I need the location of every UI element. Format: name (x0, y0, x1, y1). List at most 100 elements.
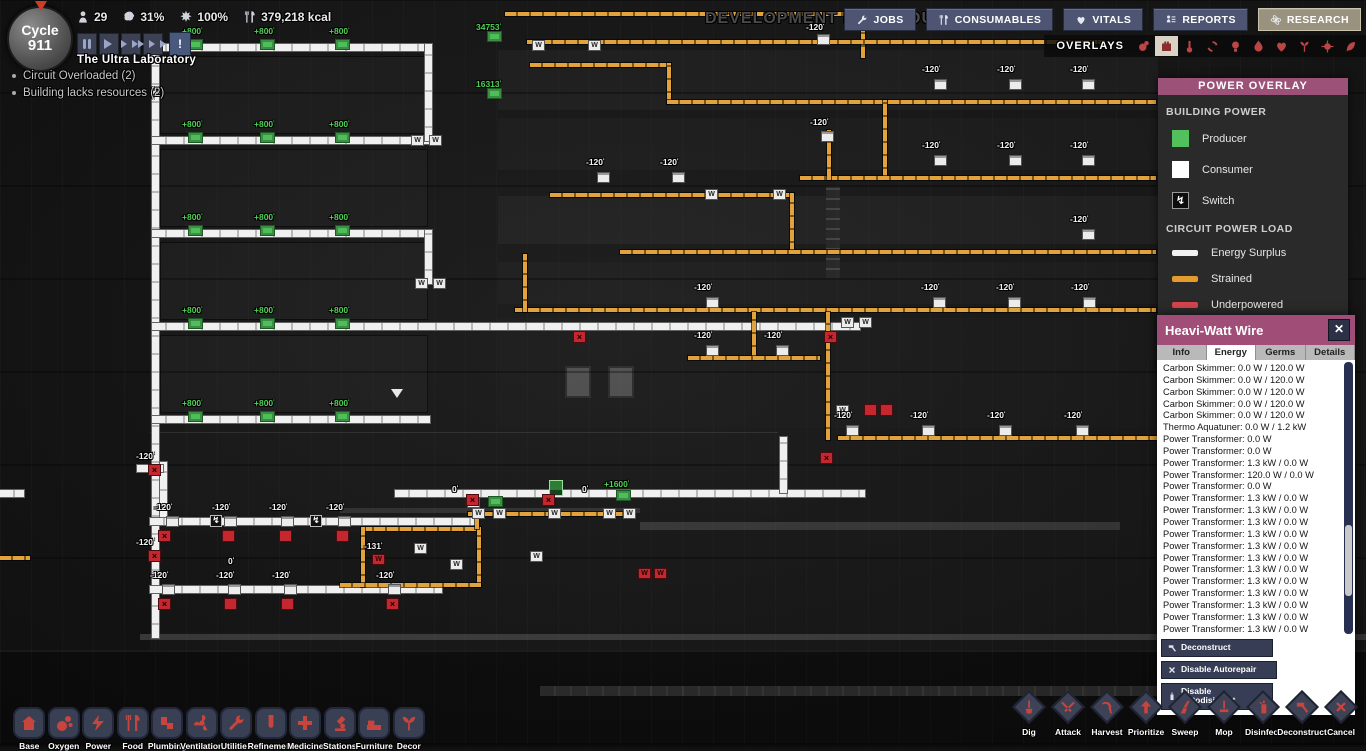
error-badge[interactable] (158, 598, 171, 610)
power-wire[interactable] (361, 527, 365, 587)
error-badge[interactable] (386, 598, 399, 610)
cycle-badge[interactable]: Cycle 911 (7, 1, 73, 72)
transformer-node[interactable] (493, 508, 506, 519)
producer-node[interactable] (188, 225, 203, 236)
transformer-node[interactable] (773, 189, 786, 200)
power-wire[interactable] (667, 100, 1156, 104)
power-wire[interactable] (152, 230, 430, 237)
error-badge[interactable] (222, 530, 235, 542)
build-category-power[interactable]: Power (81, 707, 116, 751)
transformer-node[interactable] (532, 40, 545, 51)
pause-button[interactable] (77, 33, 97, 55)
error-badge[interactable] (224, 598, 237, 610)
build-category-utilities[interactable]: Utilities (219, 707, 254, 751)
power-wire[interactable] (0, 556, 30, 560)
power-wire[interactable] (827, 130, 831, 180)
tool-harvest[interactable]: Harvest (1090, 690, 1124, 739)
tab-energy[interactable]: Energy (1206, 345, 1256, 360)
build-category-base[interactable]: Base (12, 707, 47, 751)
transformer-node[interactable] (450, 559, 463, 570)
build-category-food[interactable]: Food (116, 707, 151, 751)
producer-node[interactable] (335, 411, 350, 422)
build-category-oxygen[interactable]: Oxygen (47, 707, 82, 751)
transformer-node[interactable] (530, 551, 543, 562)
producer-node[interactable] (488, 496, 503, 507)
producer-node[interactable] (260, 411, 275, 422)
power-wire[interactable] (0, 490, 24, 497)
producer-node[interactable] (487, 88, 502, 99)
transformer-node[interactable] (588, 40, 601, 51)
consumer-node[interactable] (1082, 155, 1095, 166)
power-wire[interactable] (826, 312, 830, 440)
battery-node[interactable] (549, 480, 563, 496)
producer-node[interactable] (188, 411, 203, 422)
power-wire[interactable] (515, 308, 1156, 312)
consumer-node[interactable] (1009, 79, 1022, 90)
tool-cancel[interactable]: Cancel (1324, 690, 1358, 739)
consumer-node[interactable] (1076, 425, 1089, 436)
power-wire[interactable] (425, 230, 432, 284)
error-badge[interactable] (158, 530, 171, 542)
deconstruct-button[interactable]: Deconstruct (1161, 639, 1273, 657)
consumer-node[interactable] (1082, 79, 1095, 90)
consumer-node[interactable] (162, 584, 175, 595)
build-category-decor[interactable]: Decor (392, 707, 427, 751)
build-category-stations[interactable]: Stations (323, 707, 358, 751)
consumer-node[interactable] (821, 131, 834, 142)
transformer-node[interactable] (623, 508, 636, 519)
consumer-node[interactable] (1008, 297, 1021, 308)
transformer-node[interactable] (415, 278, 428, 289)
notification-item[interactable]: Circuit Overloaded (2) (12, 70, 164, 82)
consumer-node[interactable] (284, 584, 297, 595)
light-overlay-icon[interactable] (1224, 36, 1247, 56)
consumer-node[interactable] (933, 297, 946, 308)
consumer-node[interactable] (338, 516, 351, 527)
notifications-button[interactable]: ! (169, 32, 191, 56)
power-wire[interactable] (667, 63, 671, 104)
transformer-node[interactable] (433, 278, 446, 289)
play-button[interactable] (99, 33, 119, 55)
consumer-node[interactable] (672, 172, 685, 183)
consumer-node[interactable] (597, 172, 610, 183)
consumer-node[interactable] (166, 516, 179, 527)
build-category-furniture[interactable]: Furniture (356, 707, 393, 751)
consumer-node[interactable] (934, 155, 947, 166)
power-wire[interactable] (152, 44, 430, 51)
power-wire[interactable] (530, 63, 670, 67)
power-wire[interactable] (152, 323, 860, 330)
nav-jobs-button[interactable]: JOBS (844, 8, 916, 31)
consumer-node[interactable] (776, 345, 789, 356)
power-wire[interactable] (505, 12, 863, 16)
build-category-medicine[interactable]: Medicine (287, 707, 323, 751)
consumer-node[interactable] (1082, 229, 1095, 240)
build-category-refinement[interactable]: Refinement (248, 707, 294, 751)
switch-node[interactable] (210, 515, 222, 527)
power-wire[interactable] (152, 416, 430, 423)
tool-mop[interactable]: Mop (1207, 690, 1241, 739)
power-wire[interactable] (550, 193, 794, 197)
power-wire[interactable] (838, 436, 1158, 440)
power-wire[interactable] (861, 12, 865, 58)
transformer-node[interactable] (859, 317, 872, 328)
power-wire[interactable] (340, 583, 481, 587)
consumer-node[interactable] (1009, 155, 1022, 166)
tab-details[interactable]: Details (1305, 345, 1355, 360)
transformer-node[interactable] (603, 508, 616, 519)
close-icon[interactable]: ✕ (1328, 319, 1350, 341)
error-transformer-node[interactable] (372, 554, 385, 565)
error-badge[interactable] (864, 404, 877, 416)
power-wire[interactable] (523, 254, 527, 312)
farming-overlay-icon[interactable] (1339, 36, 1362, 56)
build-category-plumbing[interactable]: Plumbing (148, 707, 187, 751)
power-wire[interactable] (790, 193, 794, 254)
scrollbar-thumb[interactable] (1345, 525, 1352, 596)
transformer-node[interactable] (411, 135, 424, 146)
transformer-node[interactable] (414, 543, 427, 554)
power-wire[interactable] (361, 527, 481, 531)
producer-node[interactable] (335, 39, 350, 50)
error-badge[interactable] (573, 331, 586, 343)
conveyor-overlay-icon[interactable] (1201, 36, 1224, 56)
error-badge[interactable] (880, 404, 893, 416)
producer-node[interactable] (335, 132, 350, 143)
